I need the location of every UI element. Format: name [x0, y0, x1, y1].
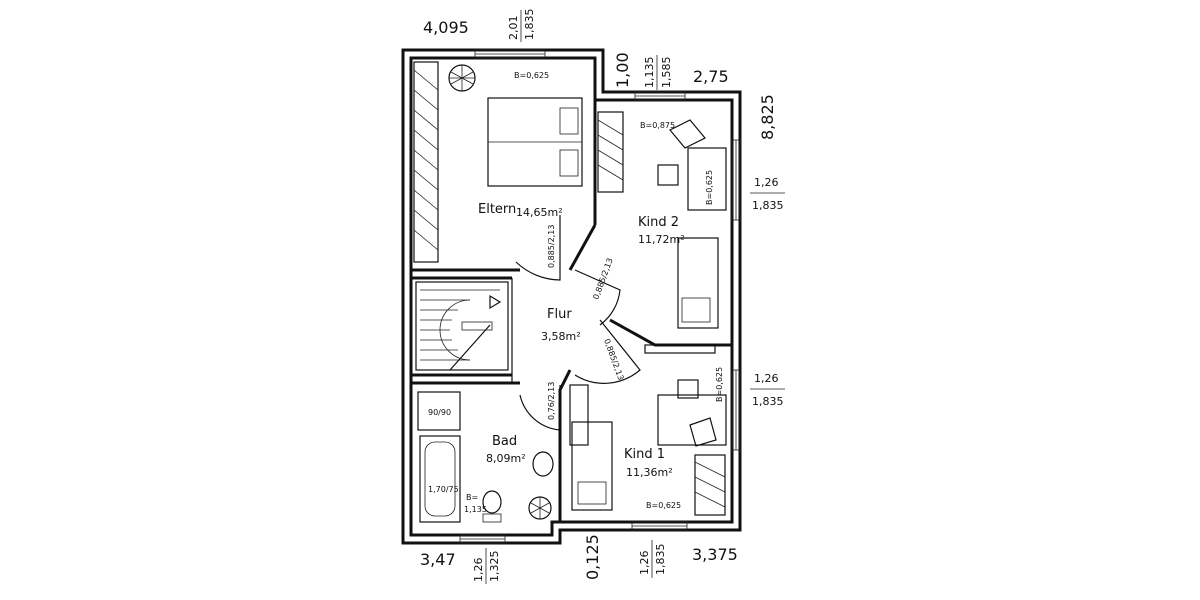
dim-right-upper-b: 1,835: [752, 199, 784, 212]
dim-top-mid-a: 1,00: [613, 52, 632, 88]
shower-label: 90/90: [428, 408, 451, 417]
windows: [459, 49, 741, 544]
window-label-kind2-top: B=0,875: [640, 121, 675, 130]
room-area-bad: 8,09m²: [486, 452, 526, 465]
window-label-kind1-bottom: B=0,625: [646, 501, 681, 510]
staircase: [415, 281, 509, 371]
window-label-bad: B=: [466, 493, 478, 502]
dim-top-mid-c: 1,585: [660, 57, 673, 89]
dim-right-lower-a: 1,26: [754, 372, 779, 385]
desks: [644, 119, 727, 447]
dim-bottom-mid: 0,125: [583, 534, 602, 580]
dim-bottom-right: 3,375: [692, 545, 738, 564]
dim-top-left: 4,095: [423, 18, 469, 37]
plants: [448, 64, 552, 520]
room-name-bad: Bad: [492, 434, 517, 449]
outer-walls: [401, 48, 742, 545]
bath-fixtures: [417, 391, 554, 523]
dim-top-right: 2,75: [693, 67, 729, 86]
room-area-kind2: 11,72m²: [638, 233, 685, 246]
room-name-flur: Flur: [547, 307, 572, 322]
dim-top-window-b: 1,835: [523, 9, 536, 41]
window-label-kind1-side: B=0,625: [715, 367, 724, 402]
room-name-kind1: Kind 1: [624, 447, 665, 462]
room-area-flur: 3,58m²: [541, 330, 581, 343]
dim-bottom-mid-a: 1,26: [638, 551, 651, 576]
dim-right-lower-b: 1,835: [752, 395, 784, 408]
door-label-kind1: 0,885/2,13: [602, 338, 625, 382]
dim-bottom-left-a: 1,26: [472, 558, 485, 583]
room-area-kind1: 11,36m²: [626, 466, 673, 479]
door-label-bad: 0,76/2,13: [547, 382, 556, 420]
dim-top-mid-b: 1,135: [643, 57, 656, 89]
room-name-eltern: Eltern: [478, 202, 516, 217]
wardrobes: [413, 61, 726, 516]
dim-bottom-mid-b: 1,835: [654, 544, 667, 576]
dim-bottom-left: 3,47: [420, 550, 456, 569]
dim-right-upper-a: 1,26: [754, 176, 779, 189]
dim-right-total: 8,825: [758, 94, 777, 140]
dim-top-window-a: 2,01: [507, 16, 520, 41]
door-label-eltern: 0,885/2,13: [547, 225, 556, 268]
dim-bottom-left-b: 1,325: [488, 551, 501, 583]
room-area-eltern: 14,65m²: [516, 206, 563, 219]
window-label-kind2-side: B=0,625: [705, 170, 714, 205]
room-name-kind2: Kind 2: [638, 215, 679, 230]
bathtub-label: 1,70/75: [428, 485, 459, 494]
doors: [515, 215, 641, 431]
window-value-bad: 1,135: [464, 505, 487, 514]
beds: [487, 97, 719, 511]
window-label-eltern: B=0,625: [514, 71, 549, 80]
